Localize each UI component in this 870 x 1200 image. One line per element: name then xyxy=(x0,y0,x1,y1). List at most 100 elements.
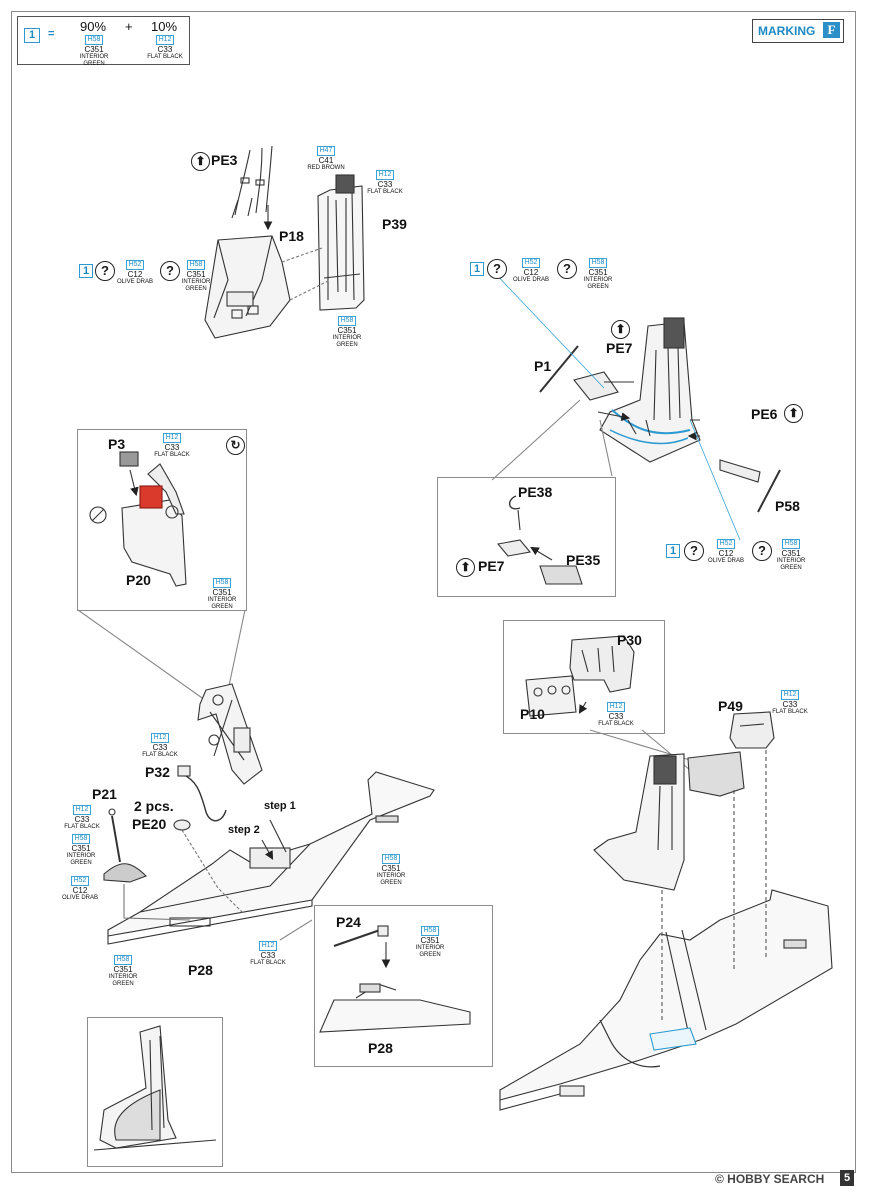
fold-arrow-icon: ⬆ xyxy=(191,152,210,171)
marking-badge: MARKING F xyxy=(752,19,844,43)
color-mix-legend: 1 = 90% H58 C351 INTERIOR GREEN + 10% H1… xyxy=(17,16,190,67)
p18-p39-guide-lines xyxy=(281,247,331,301)
label-step-1: step 1 xyxy=(264,800,296,812)
label-step-2: step 2 xyxy=(228,824,260,836)
p24-detail-frame xyxy=(314,905,493,1067)
label-pe3: PE3 xyxy=(211,152,238,168)
pe7-fit-arrows xyxy=(597,381,634,418)
label-p39: P39 xyxy=(382,216,407,232)
page-border xyxy=(11,11,856,1173)
pe20-guide-lines xyxy=(181,829,245,915)
p30-p10-illustration xyxy=(525,635,635,717)
question-icon-c2: ? xyxy=(752,541,772,561)
a-leader-line xyxy=(489,267,605,389)
step-arrows xyxy=(261,819,287,858)
p32-cable-illustration xyxy=(177,765,227,822)
key-box-b: 1 xyxy=(470,262,484,276)
cockpit-assembly-right-illustration xyxy=(499,751,833,1111)
equals-sign: = xyxy=(48,28,55,40)
marking-letter: F xyxy=(823,22,840,38)
pe20-disc-illustration xyxy=(173,819,191,831)
key-box-a: 1 xyxy=(79,264,93,278)
side-view-inset-illustration xyxy=(93,1025,217,1151)
question-icon-a1: ? xyxy=(95,261,115,281)
mix-left-code: H58 C351 INTERIOR GREEN xyxy=(79,35,109,67)
label-pe20: PE20 xyxy=(132,816,167,832)
side-view-inset-frame xyxy=(87,1017,223,1167)
question-icon-c1: ? xyxy=(684,541,704,561)
label-pe35: PE35 xyxy=(566,552,601,568)
mix-right-percent: 10% xyxy=(151,19,178,34)
key-box-c: 1 xyxy=(666,544,680,558)
label-p28-detail: P28 xyxy=(368,1040,393,1056)
label-p18: P18 xyxy=(279,228,304,244)
label-pe38: PE38 xyxy=(518,484,553,500)
p24-callout-line xyxy=(279,919,313,941)
question-icon-b2: ? xyxy=(557,259,577,279)
label-pe7-bottom: PE7 xyxy=(478,558,505,574)
p39-seat-back-illustration xyxy=(317,174,365,311)
label-p49: P49 xyxy=(718,698,743,714)
label-p24: P24 xyxy=(336,914,361,930)
fold-arrow-icon-pe6: ⬆ xyxy=(784,404,803,423)
pe-detail-frame xyxy=(437,477,616,597)
p20-seat-frame-illustration xyxy=(89,451,187,587)
p3-detail-frame xyxy=(77,429,247,611)
pe38-pe35-illustration xyxy=(496,495,583,585)
label-p3: P3 xyxy=(108,436,126,452)
label-pe7-top: PE7 xyxy=(606,340,633,356)
mix-key-box: 1 xyxy=(24,28,40,43)
p49-block-illustration xyxy=(729,711,775,749)
plus-sign: + xyxy=(125,19,133,34)
assembly-guide-lines xyxy=(661,750,767,1020)
mix-left-percent: 90% xyxy=(80,19,107,34)
page-number: 5 xyxy=(840,1170,854,1186)
p21-stick-illustration xyxy=(103,808,147,883)
pe3-harness-illustration xyxy=(231,145,273,219)
p18-seat-illustration xyxy=(204,235,291,339)
marking-label: MARKING xyxy=(758,24,816,38)
detail-callout-lines-pe xyxy=(491,399,613,481)
fold-arrow-icon-pe7: ⬆ xyxy=(611,320,630,339)
mix-right-code: H12 C33 FLAT BLACK xyxy=(147,35,183,60)
label-pe6: PE6 xyxy=(751,406,778,422)
pe6-harness-illustration xyxy=(690,419,781,513)
p30-detail-frame xyxy=(503,620,665,734)
p24-lever-illustration xyxy=(319,925,471,1033)
p20-frame-assembly-illustration xyxy=(197,683,263,785)
question-icon-a2: ? xyxy=(160,261,180,281)
label-p20: P20 xyxy=(126,572,151,588)
p21-guide-lines xyxy=(123,884,191,921)
seat-assembly-right-illustration xyxy=(599,317,701,463)
label-p58: P58 xyxy=(775,498,800,514)
label-p21: P21 xyxy=(92,786,117,802)
hobby-search-watermark: © HOBBY SEARCH xyxy=(715,1172,825,1186)
rotate-icon: ↻ xyxy=(226,436,245,455)
label-p1: P1 xyxy=(534,358,552,374)
label-p32: P32 xyxy=(145,764,170,780)
label-p28-middle: P28 xyxy=(188,962,213,978)
